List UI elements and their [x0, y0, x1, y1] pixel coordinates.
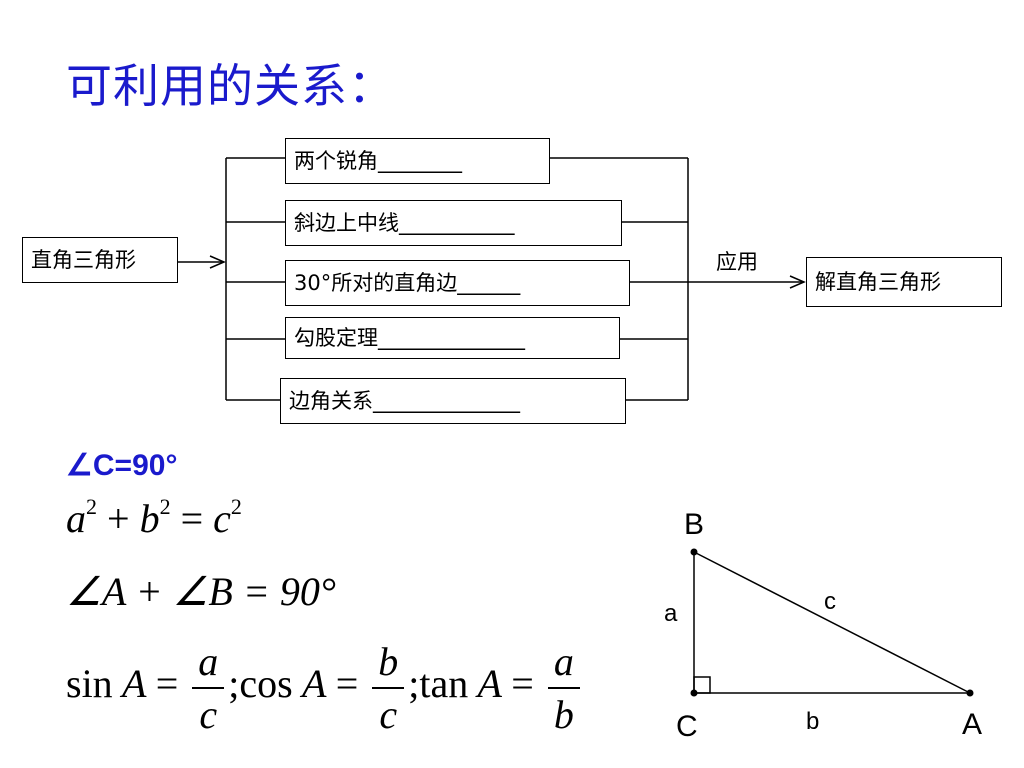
side-b-label: b — [806, 708, 820, 735]
plus-sign: + — [107, 496, 130, 541]
var-a: a — [66, 496, 86, 541]
cos-label: cos — [239, 661, 293, 707]
sin-label: sin — [66, 661, 113, 707]
vertex-a-label: A — [962, 708, 983, 741]
page-title: 可利用的关系： — [66, 59, 395, 113]
right-angle-condition: ∠C=90° — [66, 449, 178, 482]
vertex-c-label: C — [676, 710, 698, 743]
vertex-b-label: B — [684, 508, 705, 541]
var-A: A — [121, 661, 146, 707]
target-box: 解直角三角形 — [806, 257, 1002, 307]
side-a-label: a — [664, 600, 678, 627]
exponent: 2 — [230, 494, 242, 519]
pythagoras-formula: a2 + b2 = c2 — [66, 494, 242, 542]
equals-sign: = — [335, 661, 359, 707]
branch-box-acute-angles: 两个锐角________ — [285, 138, 550, 184]
equals-sign: = — [155, 661, 179, 707]
equals-sign: = — [180, 496, 204, 541]
denominator: b — [553, 692, 574, 737]
var-A: A — [301, 661, 326, 707]
branch-box-pythagoras: 勾股定理______________ — [285, 317, 620, 359]
numerator: b — [372, 638, 405, 689]
numerator: a — [192, 638, 225, 689]
var-A: A — [477, 661, 502, 707]
branch-box-side-angle: 边角关系______________ — [280, 378, 626, 424]
equals-sign: = — [511, 661, 534, 707]
branch-box-30-degree: 30°所对的直角边______ — [285, 260, 630, 306]
angle-sum-formula: ∠A + ∠B = 90° — [66, 569, 336, 614]
separator: ; — [408, 661, 420, 707]
denominator: c — [199, 692, 218, 737]
arrow-label: 应用 — [716, 250, 758, 274]
side-c-label: c — [824, 588, 836, 615]
exponent: 2 — [159, 494, 171, 519]
numerator: a — [547, 638, 580, 689]
source-box: 直角三角形 — [22, 237, 178, 283]
branch-box-median: 斜边上中线___________ — [285, 200, 622, 246]
tan-label: tan — [419, 661, 469, 707]
exponent: 2 — [86, 494, 97, 519]
separator: ; — [228, 661, 240, 707]
var-c: c — [213, 496, 231, 541]
var-b: b — [139, 496, 160, 541]
denominator: c — [379, 692, 398, 737]
